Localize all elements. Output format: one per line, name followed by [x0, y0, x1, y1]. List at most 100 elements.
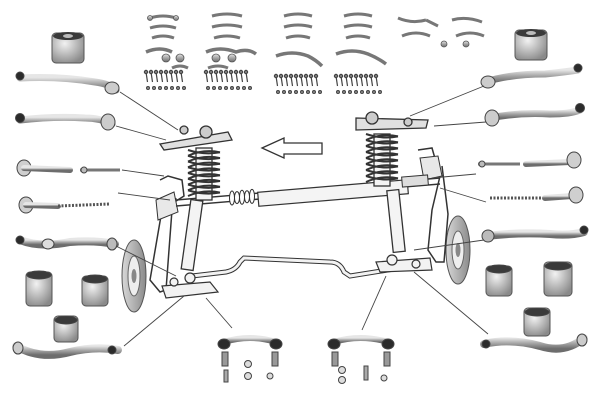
arm-set-5 — [397, 16, 485, 48]
right-wheel-hub — [445, 215, 471, 285]
bolt-head — [348, 73, 354, 79]
spring-coil — [365, 158, 399, 165]
nut — [164, 85, 169, 90]
nut — [348, 89, 353, 94]
left-control-arm-4 — [12, 341, 122, 359]
nut — [312, 89, 317, 94]
nut — [378, 89, 383, 94]
bolt-head — [143, 69, 149, 75]
spring-coil — [187, 173, 221, 180]
nut — [306, 89, 311, 94]
bolt-head — [368, 73, 374, 79]
nut — [236, 85, 241, 90]
bolt-head — [208, 69, 214, 75]
top-right-bushing — [514, 29, 548, 61]
bolt-head — [178, 69, 184, 75]
bolt-head — [373, 73, 379, 79]
left-control-arm-3 — [15, 235, 119, 251]
central-suspension-assembly — [121, 111, 471, 313]
left-control-arm-1 — [15, 71, 120, 95]
right-column-parts — [478, 63, 589, 353]
bolt-head — [223, 69, 229, 75]
nut — [152, 85, 157, 90]
bolt-head — [313, 73, 319, 79]
right-bushing-single — [523, 307, 551, 337]
nut — [282, 89, 287, 94]
bolt-head — [283, 73, 289, 79]
arm-set-1 — [145, 14, 189, 70]
spring-coil — [187, 155, 221, 163]
bolt-head — [213, 69, 219, 75]
right-control-arm-2 — [484, 103, 585, 127]
left-strut — [158, 125, 233, 272]
bolt-head — [153, 69, 159, 75]
nut — [336, 89, 341, 94]
bolt-head — [288, 73, 294, 79]
bolt-head — [303, 73, 309, 79]
nut — [212, 85, 217, 90]
spring-coil — [365, 152, 399, 159]
nut — [176, 85, 181, 90]
bolt-head — [273, 73, 279, 79]
bottom-stabilizer-links — [217, 335, 395, 384]
arm-set-4 — [335, 12, 388, 66]
spring-coil — [365, 176, 399, 183]
nut — [230, 85, 235, 90]
arm-set-3 — [275, 12, 324, 68]
spring-coil — [365, 146, 399, 153]
arm-set-2 — [205, 12, 258, 70]
rack-boot-fold — [229, 190, 235, 206]
bolt-head — [203, 69, 209, 75]
bolt-head — [148, 69, 154, 75]
bolt-head — [353, 73, 359, 79]
spring-coil — [365, 164, 399, 171]
spring-coil — [187, 184, 221, 192]
steering-rack — [175, 174, 441, 207]
hardware-bolts — [143, 69, 383, 94]
nut — [300, 89, 305, 94]
rack-boot-fold — [249, 188, 255, 204]
top-left-bushing — [51, 32, 85, 64]
left-bushing-pair — [25, 270, 109, 307]
nut — [294, 89, 299, 94]
rack-boot-fold — [244, 190, 250, 204]
bolt-head — [333, 73, 339, 79]
nut — [158, 85, 163, 90]
spring-coil — [365, 134, 399, 141]
bolt-head — [278, 73, 284, 79]
right-bushing-pair — [485, 261, 573, 297]
stabilizer-link-left — [217, 335, 283, 383]
nut — [146, 85, 151, 90]
right-strut — [355, 111, 429, 254]
right-control-arm-3 — [481, 225, 589, 243]
rack-boot-fold — [234, 191, 240, 205]
spring-coil — [187, 190, 221, 197]
right-control-arm-1 — [480, 63, 583, 89]
bolt-head — [363, 73, 369, 79]
top-parts-row — [145, 12, 485, 70]
spring-coil — [187, 167, 221, 174]
rack-boot-fold — [239, 189, 245, 205]
nut — [170, 85, 175, 90]
bolt-head — [343, 73, 349, 79]
spring-coil — [187, 178, 221, 186]
spring-coil — [187, 150, 221, 157]
left-column-parts — [12, 71, 122, 359]
nut — [372, 89, 377, 94]
left-tie-rod — [18, 196, 111, 214]
bolt-head — [308, 73, 314, 79]
bolt-head — [233, 69, 239, 75]
bolt-head — [158, 69, 164, 75]
bolt-head — [173, 69, 179, 75]
stabilizer-link-right — [327, 335, 395, 384]
left-bushing-single — [53, 315, 79, 343]
left-subframe — [149, 175, 185, 293]
spring-coil — [187, 161, 221, 169]
nut — [182, 85, 187, 90]
bolt-head — [238, 69, 244, 75]
bolt-head — [228, 69, 234, 75]
right-lower-arm — [375, 254, 433, 273]
bolt-head — [168, 69, 174, 75]
bolt-head — [218, 69, 224, 75]
